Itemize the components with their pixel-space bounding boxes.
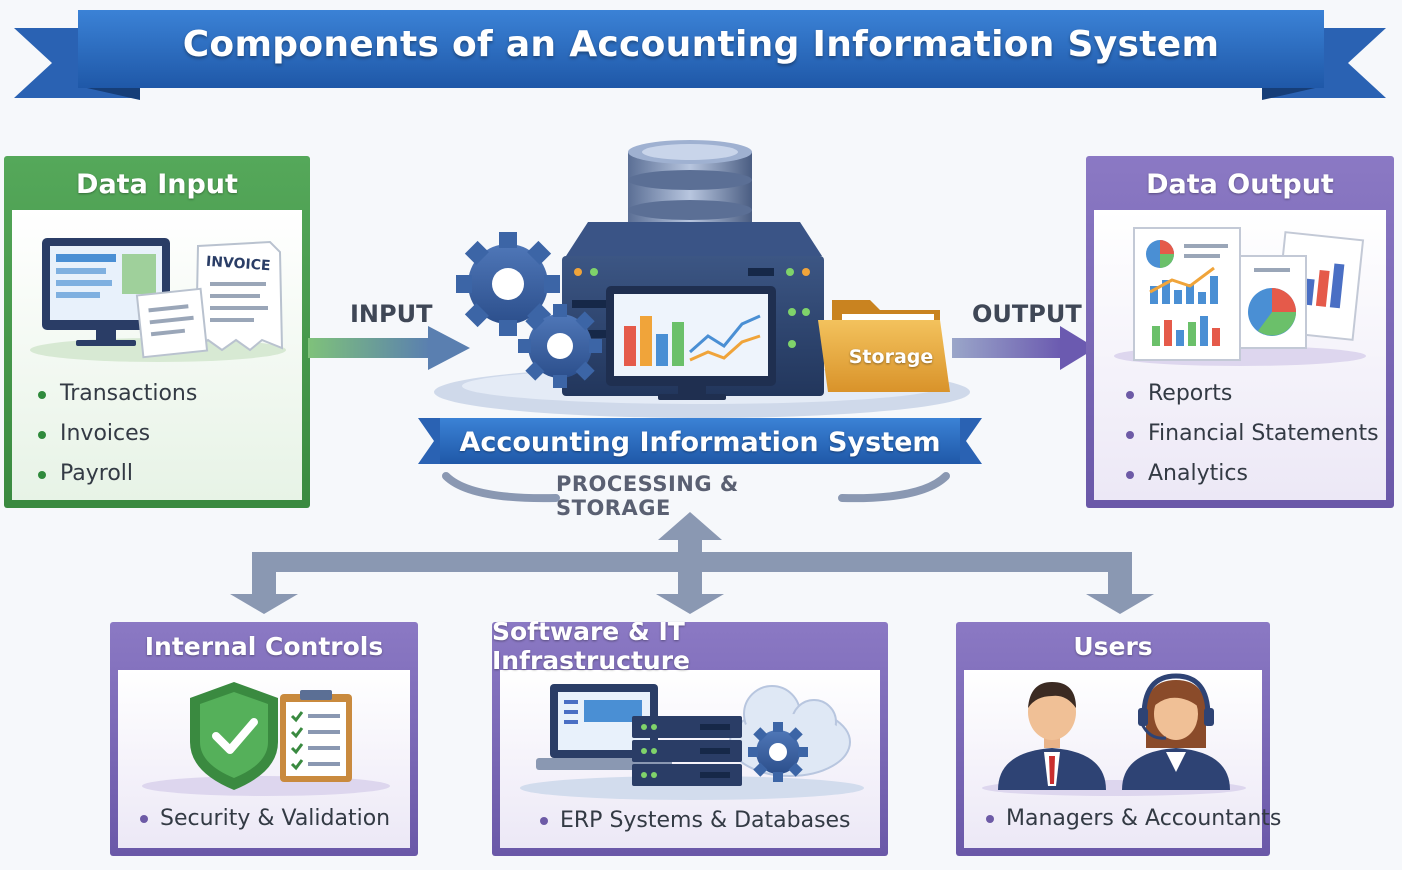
list-item: Transactions xyxy=(38,374,197,414)
list-item: Analytics xyxy=(1126,454,1379,494)
center-banner-shape xyxy=(418,418,982,464)
manager-icon xyxy=(998,682,1106,790)
shield-icon xyxy=(190,682,278,790)
storage-label: Storage xyxy=(848,346,934,368)
page-title: Components of an Accounting Information … xyxy=(182,23,1220,65)
list-item: Reports xyxy=(1126,374,1379,414)
bottom-connectors xyxy=(230,512,1154,614)
checklist-icon xyxy=(280,690,352,782)
title-ribbon xyxy=(14,10,1386,100)
bullet-dot xyxy=(540,816,548,825)
users-heading: Users xyxy=(1073,631,1153,661)
item-text: Security & Validation xyxy=(160,806,391,831)
accountant-icon xyxy=(1122,673,1230,790)
processing-label: PROCESSING & STORAGE xyxy=(556,472,739,520)
invoice-icon xyxy=(135,240,284,359)
item-text: Managers & Accountants xyxy=(1006,806,1282,831)
data-output-heading: Data Output xyxy=(1146,168,1334,200)
bullet-dot xyxy=(986,814,994,823)
folder-icon xyxy=(818,300,950,392)
server-rack-icon xyxy=(632,716,742,786)
gear-icon xyxy=(456,232,602,388)
item-text: ERP Systems & Databases xyxy=(560,808,851,833)
output-label: OUTPUT xyxy=(972,300,1082,328)
pie-chart-icon xyxy=(1239,255,1307,349)
bullet-dot xyxy=(140,814,148,823)
data-input-list: Transactions Invoices Payroll xyxy=(38,374,197,494)
input-label: INPUT xyxy=(350,300,433,328)
data-output-list: Reports Financial Statements Analytics xyxy=(1126,374,1379,494)
system-banner-label: Accounting Information System xyxy=(459,426,941,458)
processing-brace xyxy=(442,472,950,503)
internal-controls-item: Security & Validation xyxy=(140,806,390,831)
list-item: Payroll xyxy=(38,454,197,494)
gear-small-icon xyxy=(748,722,808,782)
input-arrow xyxy=(308,326,470,370)
users-item: Managers & Accountants xyxy=(986,806,1281,831)
software-item: ERP Systems & Databases xyxy=(540,808,851,833)
list-item: Invoices xyxy=(38,414,197,454)
output-arrow xyxy=(952,326,1096,370)
software-heading: Software & IT Infrastructure xyxy=(492,617,690,675)
list-item: Financial Statements xyxy=(1126,414,1379,454)
internal-controls-heading: Internal Controls xyxy=(144,631,384,661)
data-input-heading: Data Input xyxy=(76,168,238,200)
monitor-chart-icon xyxy=(606,286,776,400)
